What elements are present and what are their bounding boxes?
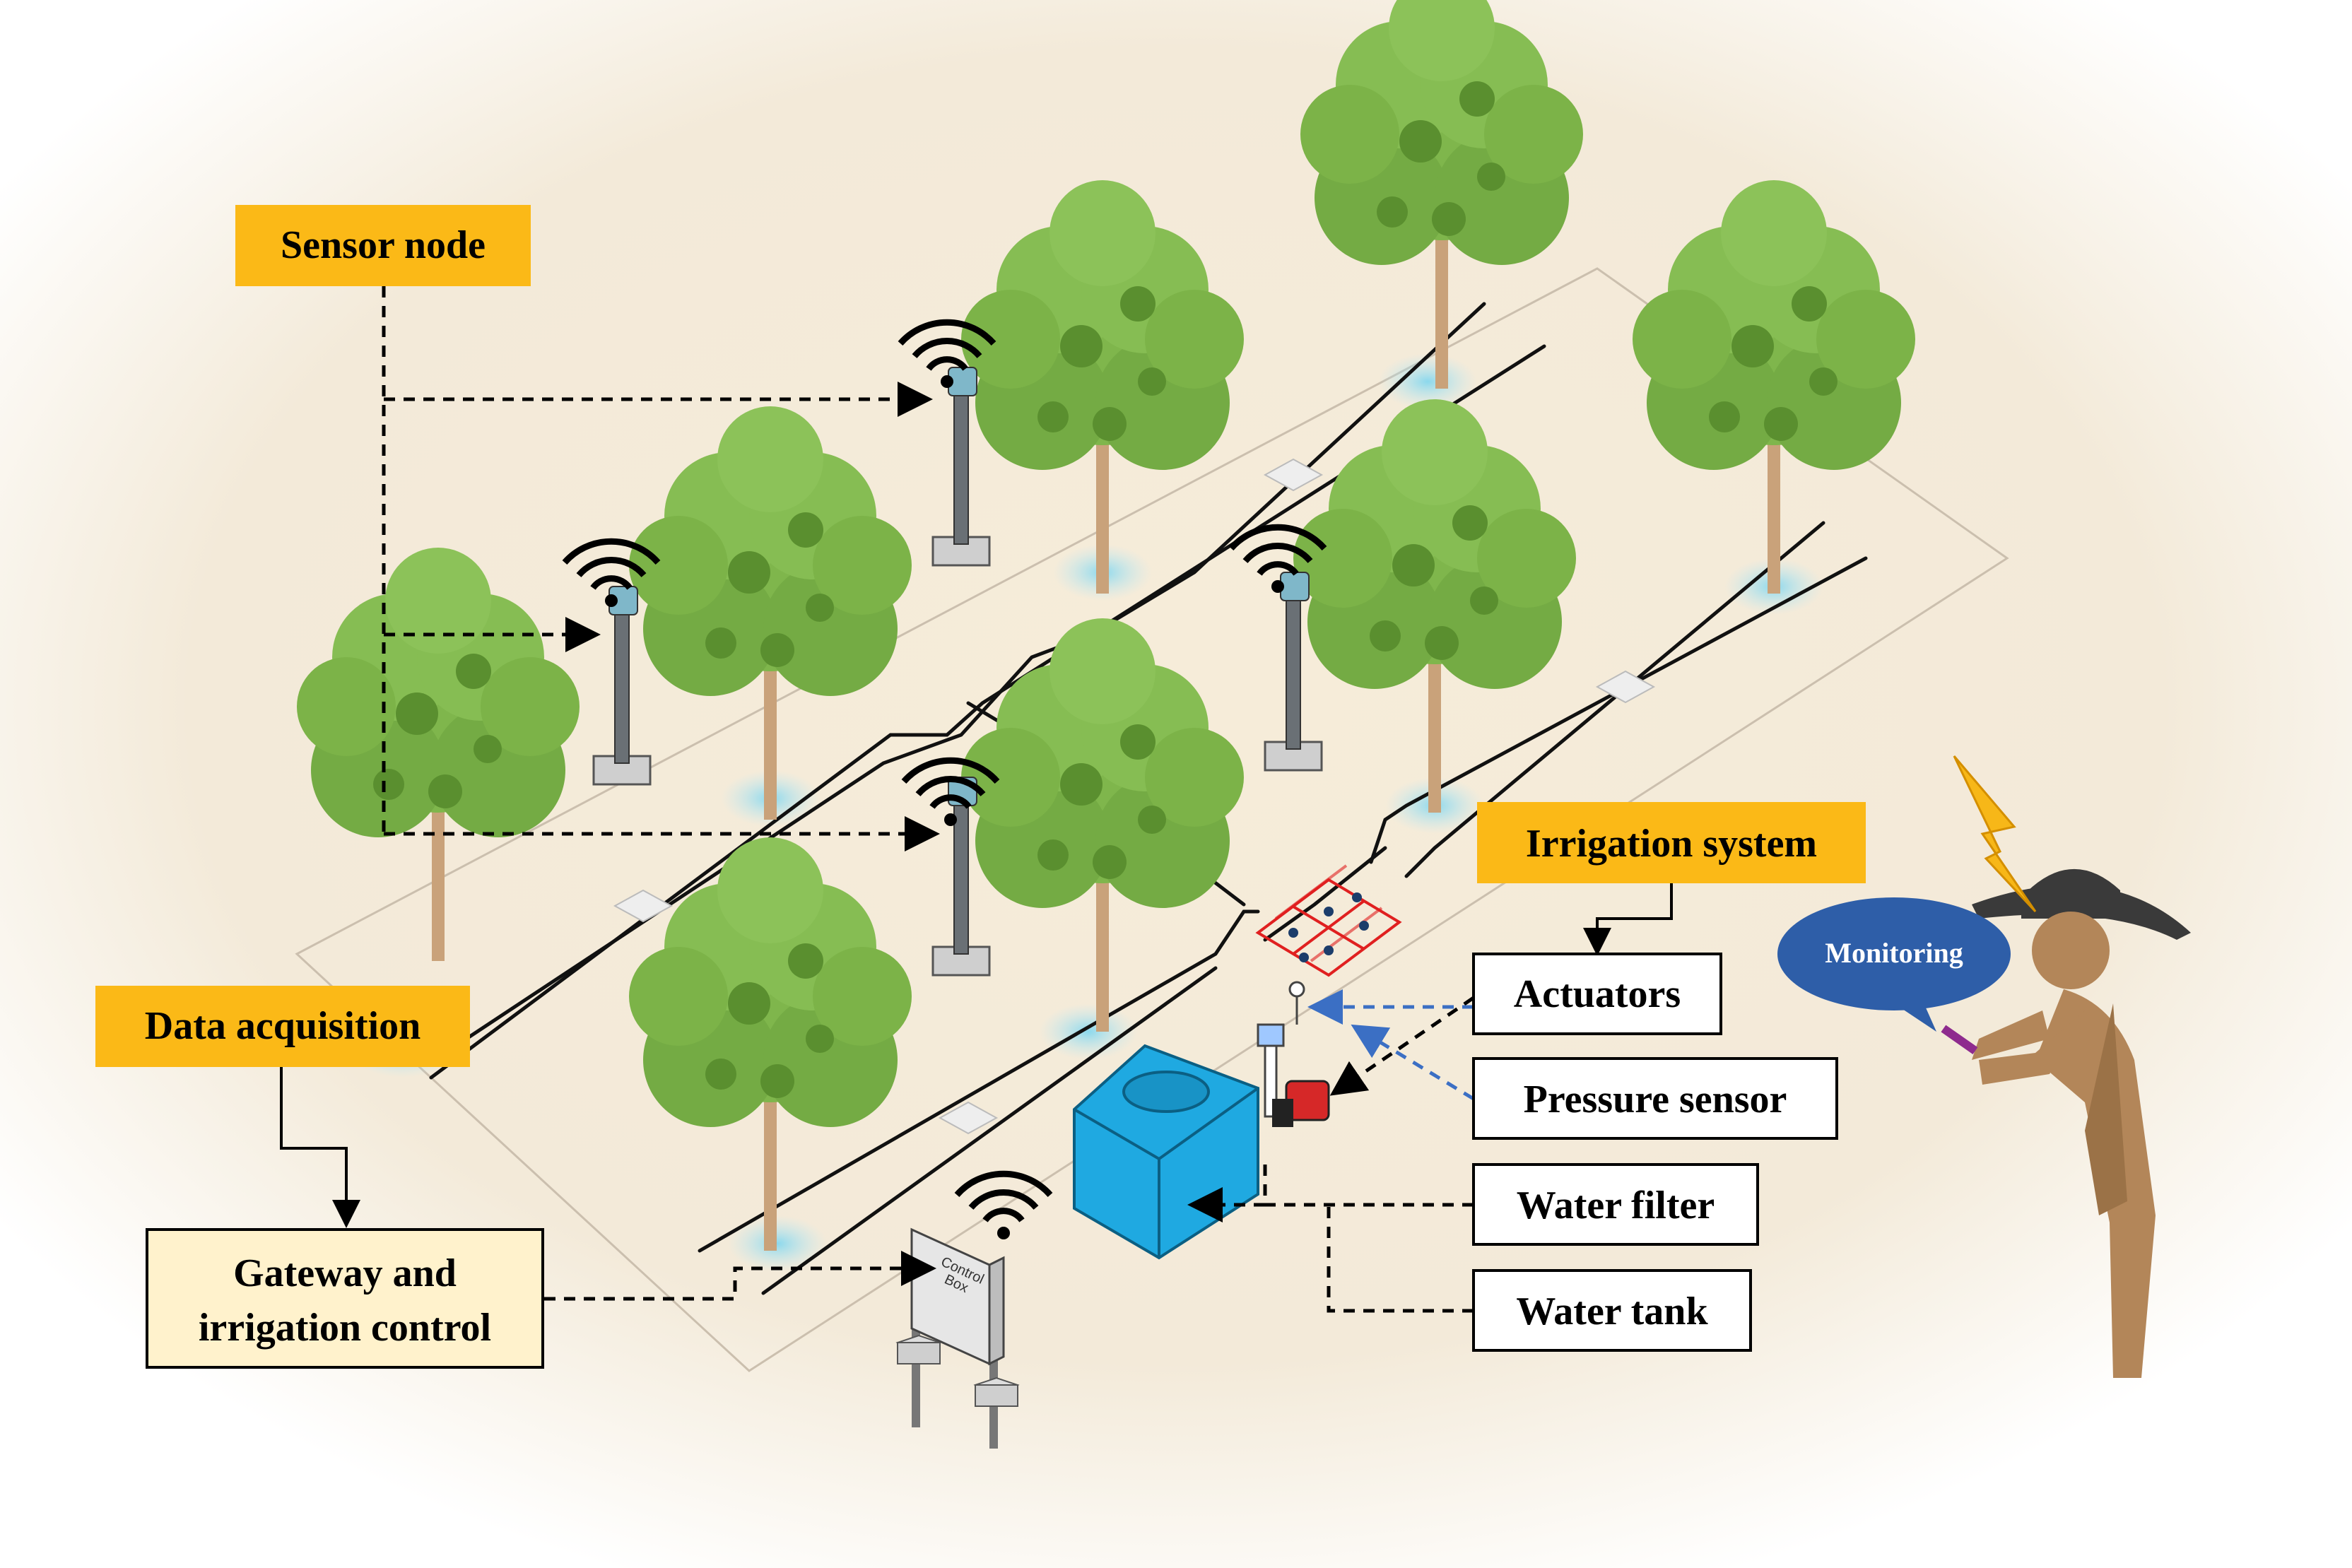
actuator-valves [1288,892,1369,962]
label-irrigation-system: Irrigation system [1477,802,1866,883]
label-sensor-node: Sensor node [235,205,531,286]
pressure-sensor-label: Pressure sensor [1524,1078,1787,1121]
water-pump [1257,981,1330,1127]
pressure-arrows [1307,989,1475,1101]
label-data-acquisition: Data acquisition [95,986,470,1067]
phone-icon [1941,1025,1978,1054]
monitoring-bubble: Monitoring [1777,897,2011,1032]
gateway-label-line2: irrigation control [199,1306,491,1350]
water-tank-label: Water tank [1516,1290,1708,1333]
gateway-label-line1: Gateway and [233,1251,457,1295]
water-filter-label: Water filter [1517,1184,1715,1227]
monitoring-label: Monitoring [1825,937,1963,969]
data-acquisition-label: Data acquisition [145,1004,421,1048]
ground-pads [613,458,1656,1135]
label-actuators: Actuators [1472,953,1722,1035]
connector-lines [382,286,1475,1313]
field-boundary [295,267,2009,1372]
label-gateway: Gateway and irrigation control [146,1228,544,1369]
label-water-filter: Water filter [1472,1163,1759,1246]
label-pressure-sensor: Pressure sensor [1472,1057,1838,1140]
actuators-label: Actuators [1514,972,1681,1016]
lightning-icon [1953,755,2037,913]
solid-connectors [280,883,1673,1228]
sensor-node-label: Sensor node [281,223,486,267]
irrigation-system-label: Irrigation system [1526,822,1817,866]
label-water-tank: Water tank [1472,1269,1752,1352]
